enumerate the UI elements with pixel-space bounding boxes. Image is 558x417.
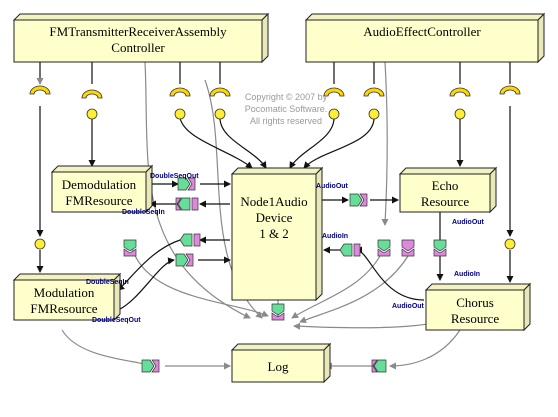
box-echo: Echo Resource [398,166,498,214]
connection-line [129,239,269,317]
box-label: Node1Audio [240,194,307,209]
port-in-icon [175,197,199,211]
interface-ball-icon [34,238,46,250]
connection-line [389,329,461,370]
socket-icon [323,87,345,97]
box-fm-controller: FMTransmitterReceiverAssembly Controller [12,12,270,64]
port-label: AudioIn [322,233,348,240]
port-down-icon [271,303,285,321]
box-label: Echo [432,178,459,193]
box-label: Resource [451,311,500,326]
connection-line [303,117,375,169]
port-out-icon [177,177,196,191]
box-label: FMTransmitterReceiverAssembly [49,24,227,39]
socket-icon [209,87,231,97]
connection-line [299,255,409,324]
box-node-audio: Node1Audio Device 1 & 2 [230,166,324,302]
port-label: DoubleSeqOut [92,317,141,324]
box-label: Chorus [456,295,494,310]
port-down-icon [377,239,391,257]
socket-icon [29,85,51,95]
interface-ball-icon [504,238,516,250]
copyright-line: Copyright © 2007 by [245,92,328,102]
connection-line [117,239,181,291]
port-out-icon [349,193,368,207]
port-label: AudioOut [316,183,349,190]
box-chorus: Chorus Resource [424,282,532,332]
box-label: Device [256,210,293,225]
port-in-icon [179,233,201,247]
port-in-icon [339,243,361,257]
port-labels: DoubleSeqOut DoubleSeqIn AudioOut AudioI… [86,173,485,324]
box-modulation: Modulation FMResource [12,272,122,322]
box-label: Log [268,359,289,374]
port-out-icon [141,359,160,373]
port-down-icon [123,239,137,257]
port-label: AudioOut [392,303,425,310]
port-in-icon [371,359,387,373]
box-demodulation: Demodulation FMResource [50,164,154,214]
box-label: Resource [421,194,470,209]
black-connections [36,62,514,311]
box-label: FMResource [30,301,97,316]
port-down-icon [401,239,415,257]
port-out-icon [175,253,194,267]
box-audio-controller: AudioEffectController [304,12,546,64]
connection-line [355,246,425,301]
box-label: Controller [111,40,165,55]
copyright-line: Pocomatic Software. [245,104,328,114]
interface-ball-icon [214,108,226,120]
socket-icon [81,89,103,99]
connection-line [61,329,151,367]
interface-ball-icon [174,108,186,120]
box-label: 1 & 2 [259,226,289,241]
interface-ball-icon [86,108,98,120]
port-down-icon [433,239,447,257]
connection-line [291,255,381,319]
box-label: FMResource [65,193,132,208]
box-log: Log [230,342,332,384]
interface-ball-icon [328,108,340,120]
copyright-line: All rights reserved [250,116,322,126]
connection-line [289,117,335,169]
port-label: AudioIn [454,271,480,278]
socket-icon [169,87,191,97]
port-label: DoubleSeqIn [86,279,129,286]
interface-ball-icon [368,108,380,120]
box-label: AudioEffectController [363,24,481,39]
interface-ball-icon [454,108,466,120]
copyright-notice: Copyright © 2007 by Pocomatic Software. … [245,92,328,126]
connection-line [381,61,389,226]
socket-icon [499,85,521,95]
interface-sockets [29,85,521,250]
box-label: Demodulation [62,177,137,192]
port-connectors [123,177,447,373]
port-label: DoubleSeqOut [150,173,199,180]
socket-icon [363,87,385,97]
socket-icon [449,87,471,97]
connection-line [179,117,253,169]
box-label: Modulation [34,285,95,300]
port-label: AudioOut [452,219,485,226]
connection-line [219,117,267,169]
connection-line [117,257,175,311]
port-label: DoubleSeqIn [122,209,165,216]
